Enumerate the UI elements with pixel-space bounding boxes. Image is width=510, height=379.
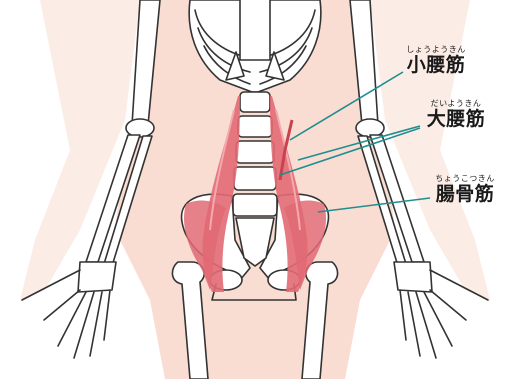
label-psoas-major: だいようきん 大腰筋	[418, 100, 494, 129]
label-psoas-minor: しょうようきん 小腰筋	[398, 46, 474, 75]
label-iliacus-name: 腸骨筋	[427, 185, 503, 204]
label-iliacus: ちょうこつきん 腸骨筋	[427, 175, 503, 204]
label-psoas-minor-name: 小腰筋	[398, 56, 474, 75]
label-psoas-major-name: 大腰筋	[418, 110, 494, 129]
label-psoas-minor-ruby: しょうようきん	[398, 46, 474, 54]
label-psoas-major-ruby: だいようきん	[418, 100, 494, 108]
label-iliacus-ruby: ちょうこつきん	[427, 175, 503, 183]
